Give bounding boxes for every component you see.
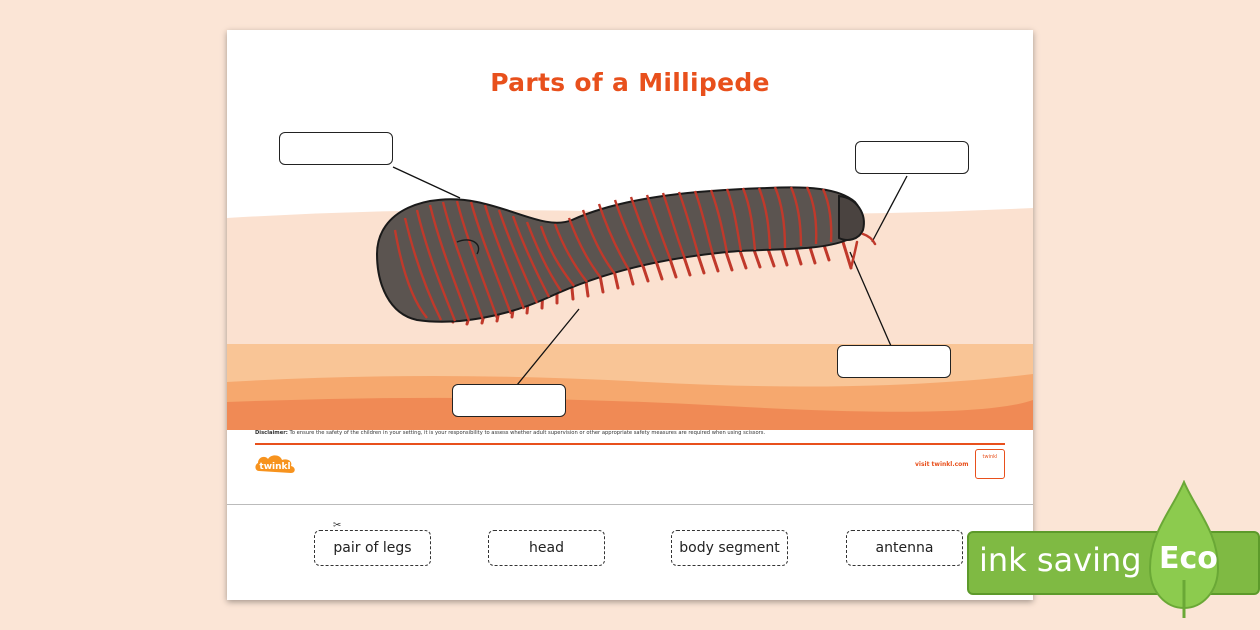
visit-link[interactable]: visit twinkl.com — [915, 461, 969, 468]
worksheet: Parts of a Millipede Disclaimer: To ensu… — [227, 30, 1033, 600]
label-box-head[interactable] — [855, 141, 969, 174]
badge-text: twinkl — [982, 454, 998, 460]
word-card-pair-of-legs[interactable]: pair of legs — [314, 530, 431, 566]
label-box-body-segment[interactable] — [837, 345, 951, 378]
scissors-icon: ✂ — [333, 520, 342, 531]
label-box-legs[interactable] — [452, 384, 566, 417]
disclaimer-text: To ensure the safety of the children in … — [289, 430, 766, 436]
disclaimer: Disclaimer: To ensure the safety of the … — [255, 430, 765, 436]
twinkl-badge: twinkl — [975, 449, 1005, 479]
word-card-body-segment[interactable]: body segment — [671, 530, 788, 566]
word-card-head[interactable]: head — [488, 530, 605, 566]
cut-line — [227, 504, 1033, 505]
footer-rule — [255, 443, 1005, 445]
disclaimer-label: Disclaimer: — [255, 430, 288, 436]
label-box-antenna[interactable] — [279, 132, 393, 165]
twinkl-logo: twinkl — [255, 455, 295, 473]
worksheet-title: Parts of a Millipede — [490, 68, 770, 97]
leaf-icon — [1148, 480, 1220, 618]
eco-badge-label: ink saving — [979, 541, 1142, 579]
eco-badge-word: Eco — [1159, 541, 1218, 576]
word-card-antenna[interactable]: antenna — [846, 530, 963, 566]
millipede-illustration — [227, 166, 1033, 430]
logo-text: twinkl — [259, 462, 290, 472]
